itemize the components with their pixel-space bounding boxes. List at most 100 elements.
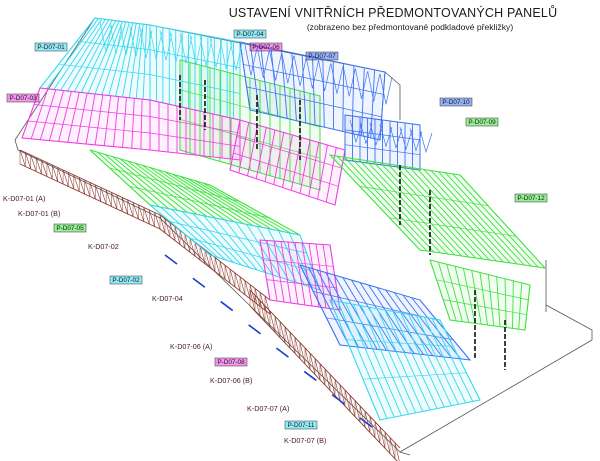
fan-blue-top-fan [355,68,368,100]
truss-eave-mid-web [224,265,231,284]
truss-eave-low-web [259,300,266,322]
truss-eave-mid-web [179,230,186,249]
panel-label-p11: P-D07-08 [214,357,248,367]
panel-magenta-lower-rafter [287,241,299,305]
panel-magenta-lower-rafter [294,242,306,306]
panel-blue-lower-rafter [351,279,397,352]
panel-label-p9-box [53,223,87,233]
truss-eave-low-web [269,310,276,333]
truss-eave-left-web [19,149,26,167]
panel-magenta-centre-rafter [308,142,320,197]
panel-green-right-rafter [416,168,504,263]
panel-cyan-bottom-rafter [416,315,459,405]
panel-cyan-bottom-rafter [408,314,452,406]
fan-blue-top-fan [269,50,282,81]
truss-eave-low-web [299,342,306,365]
panel-green-right-purlin [389,217,517,237]
panel-cyan-bottom-rafter [423,316,467,404]
panel-upper-magenta-left-rafter [94,94,104,145]
panel-label-p2-box [6,93,40,103]
truss-eave-low-web [294,337,301,359]
panel-cyan-lower-rafter [181,211,234,263]
panel-blue-lower-rafter [308,267,350,347]
black-column-group [179,75,506,370]
panel-green-right-rafter [351,158,442,254]
panel-magenta-centre-rafter [273,132,285,185]
truss-eave-mid-web [249,284,256,303]
fan-cyan-top-fan [189,34,203,65]
fan-cyan-top-fan [109,23,123,54]
panel-green-lower-rafter [104,154,170,210]
truss-eave-low-web [369,416,376,438]
blue-dash-1 [164,254,178,265]
truss-eave-low-web [394,442,400,461]
fan-cyan-top-fan [199,35,213,67]
truss-eave-mid-web [259,292,266,311]
panel-green-right-rafter [387,163,476,259]
panel-label-p4-text: P-D07-06 [252,44,280,51]
panel-upper-magenta-left-rafter [58,91,72,142]
panel-green-right-rafter [430,170,518,265]
roof-panel-group [21,17,547,421]
panel-green-right-rafter [365,160,456,256]
truss-label-k7: K-D07-07 (A) [247,404,289,413]
truss-eave-mid-web [209,253,216,272]
panel-label-p11-text: P-D07-08 [217,359,245,366]
panel-green-right-rafter [358,159,449,255]
truss-eave-mid-web [194,241,201,260]
panel-green-bottom-rafter [462,268,476,324]
panel-upper-magenta-mid [149,99,241,161]
panel-green-bottom-rafter [437,261,457,321]
panel-green-right-rafter [423,169,511,264]
panel-cyan-lower-rafter [192,213,242,266]
panel-label-p3-text: P-D07-04 [236,31,264,38]
truss-eave-low-web [329,374,336,396]
truss-eave-left-web [57,167,64,185]
truss-eave-mid-web [204,249,211,268]
panel-upper-blue-right-purlin [246,86,382,118]
panel-magenta-lower-rafter [259,239,271,301]
panel-blue-lower-rafter [359,282,406,353]
truss-eave-low-web [344,389,351,412]
panel-cyan-lower-rafter [256,226,289,281]
truss-eave-low-web [374,421,381,444]
panel-upper-green-mid-purlin [179,119,321,159]
truss-eave-mid-web [239,276,246,295]
panel-green-bottom-rafter [512,280,514,329]
fan-blue-right-fan [409,128,423,152]
panel-upper-magenta-left-rafter [131,98,135,149]
panel-green-bottom-rafter [496,276,501,327]
panel-green-right-rafter [459,174,546,269]
panel-green-lower-rafter [202,182,291,234]
panel-cyan-bottom-rafter [384,309,431,411]
truss-eave-low-web [304,347,311,370]
panel-blue-lower-rafter [402,294,452,359]
panel-green-right-rafter [438,171,525,266]
panel-label-p9-text: P-D07-05 [56,225,84,232]
truss-eave-left-web [143,207,150,225]
panel-green-bottom-rafter [487,274,495,326]
panel-green-lower-rafter [119,158,188,213]
panel-cyan-bottom-rafter [431,318,474,402]
panel-green-right-rafter [452,173,539,268]
panel-green-right [328,154,547,269]
truss-eave-left-web [73,174,80,192]
panel-magenta-lower [259,239,341,311]
panel-magenta-centre-rafter [264,129,276,182]
fan-blue-right-fan [359,121,373,145]
truss-label-k4: K-D07-04 [152,294,183,303]
truss-eave-left-web [138,204,145,222]
panel-label-p8: P-D07-12 [514,193,548,203]
panel-label-p8-text: P-D07-12 [517,195,545,202]
panel-green-right-rafter [329,154,421,251]
fan-blue-right-fan [389,125,403,149]
fan-cyan-top-fan [219,38,233,69]
truss-eave-left-web [111,192,118,210]
panel-upper-cyan-left-rafter [53,18,103,90]
panel-upper-magenta-left-rafter [85,93,96,145]
panel-green-right-rafter [336,155,428,252]
panel-green-right-rafter [373,161,462,257]
panel-green-bottom-rafter [518,282,523,330]
panel-upper-magenta-left-rafter [67,92,80,143]
panel-blue-lower-purlin [326,317,454,340]
